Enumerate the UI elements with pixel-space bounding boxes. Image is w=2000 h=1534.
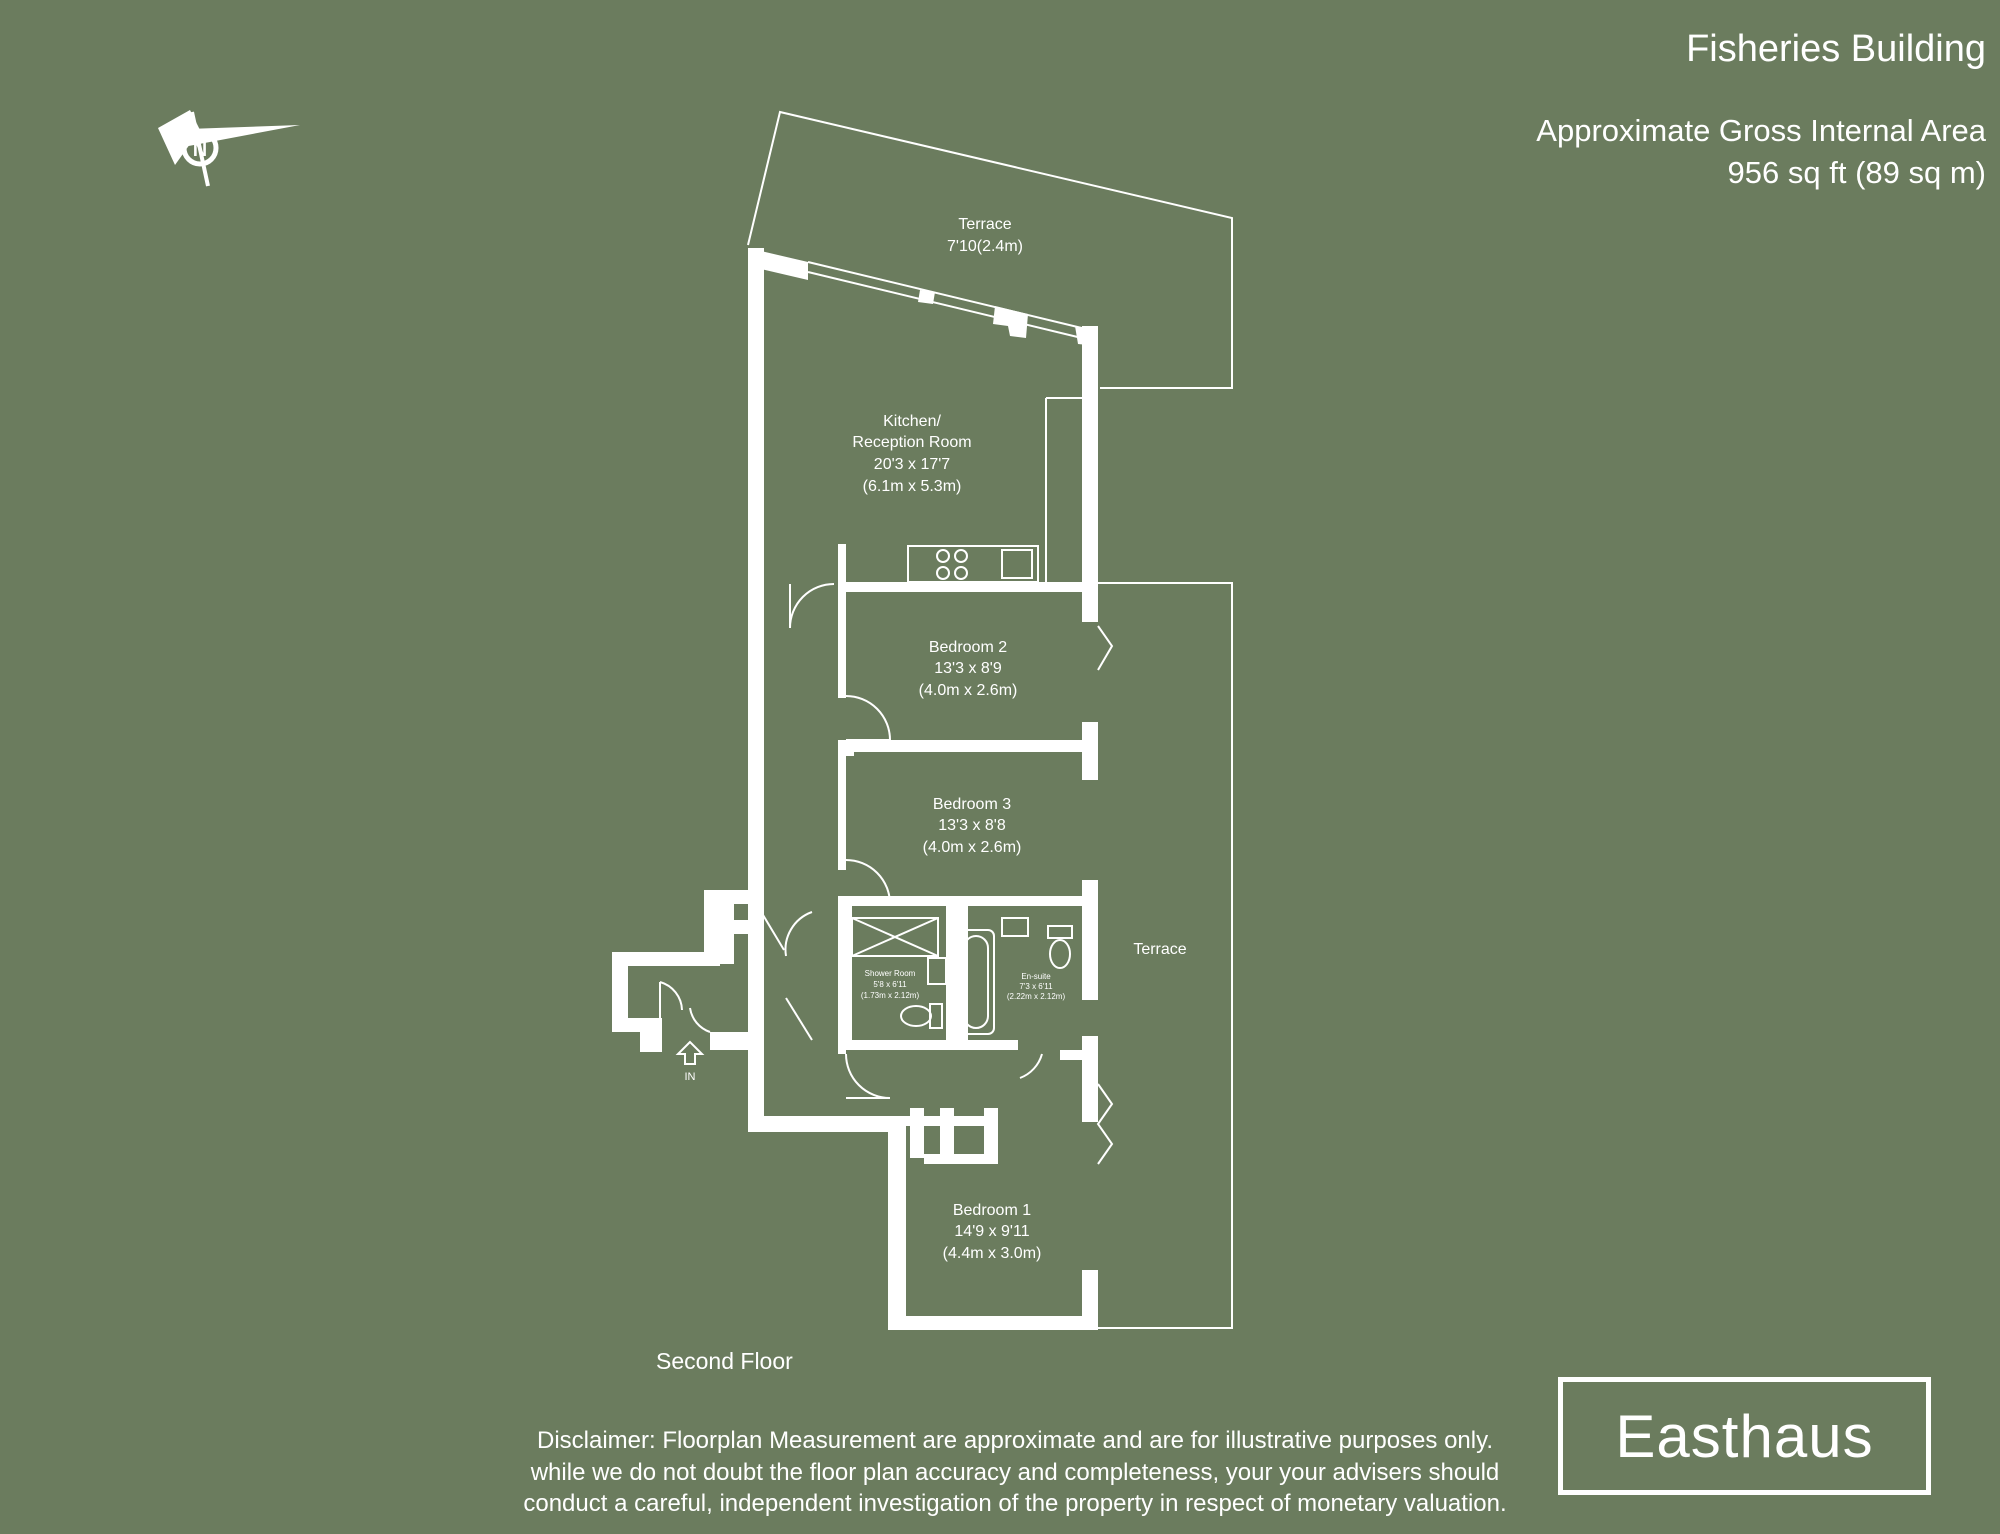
exterior-walls bbox=[612, 248, 1098, 1330]
north-compass-icon: N bbox=[158, 110, 300, 187]
floor-name: Second Floor bbox=[656, 1348, 793, 1374]
room-dims: 7'3 x 6'11 bbox=[1019, 982, 1053, 991]
room-dims-metric: (4.0m x 2.6m) bbox=[919, 682, 1018, 699]
glazed-wall bbox=[807, 261, 1098, 386]
room-dims: 20'3 x 17'7 bbox=[874, 456, 950, 473]
room-label-upper-terrace: Terrace 7'10(2.4m) bbox=[947, 216, 1023, 255]
gross-area: Approximate Gross Internal Area 956 sq f… bbox=[1536, 110, 1986, 194]
room-name: Bedroom 3 bbox=[933, 796, 1011, 813]
room-label-bedroom-3: Bedroom 3 13'3 x 8'8 (4.0m x 2.6m) bbox=[923, 796, 1022, 856]
room-dims: 14'9 x 9'11 bbox=[954, 1223, 1029, 1240]
disclaimer-line-2: while we do not doubt the floor plan acc… bbox=[530, 1458, 1500, 1486]
room-name: En-suite bbox=[1021, 972, 1051, 981]
room-name: Terrace bbox=[958, 216, 1011, 233]
room-label-bedroom-2: Bedroom 2 13'3 x 8'9 (4.0m x 2.6m) bbox=[919, 639, 1018, 699]
brand-logo: Easthaus bbox=[1558, 1377, 1931, 1495]
room-label-right-terrace: Terrace bbox=[1133, 941, 1186, 958]
entrance-label: IN bbox=[685, 1071, 696, 1083]
room-name: Kitchen/ bbox=[883, 413, 941, 430]
upper-terrace-outline bbox=[747, 110, 1233, 389]
room-name-2: Reception Room bbox=[852, 434, 971, 451]
disclaimer-line-1: Disclaimer: Floorplan Measurement are ap… bbox=[537, 1427, 1493, 1454]
disclaimer-line-3: conduct a careful, independent investiga… bbox=[523, 1490, 1507, 1517]
room-label-en-suite: En-suite 7'3 x 6'11 (2.22m x 2.12m) bbox=[1007, 972, 1066, 1001]
building-name: Fisheries Building bbox=[1686, 28, 1986, 70]
area-heading: Approximate Gross Internal Area bbox=[1536, 113, 1986, 148]
entrance-arrow-icon: IN bbox=[675, 1040, 705, 1083]
room-label-shower-room: Shower Room 5'8 x 6'11 (1.73m x 2.12m) bbox=[861, 969, 920, 1000]
room-dims: 13'3 x 8'8 bbox=[938, 817, 1006, 834]
room-name: Terrace bbox=[1133, 941, 1186, 958]
kitchen-units bbox=[907, 397, 1085, 583]
room-label-bedroom-1: Bedroom 1 14'9 x 9'11 (4.4m x 3.0m) bbox=[943, 1202, 1042, 1262]
room-dims-metric: (1.73m x 2.12m) bbox=[861, 991, 920, 1000]
room-label-kitchen: Kitchen/ Reception Room 20'3 x 17'7 (6.1… bbox=[852, 413, 971, 495]
room-dims-metric: (4.4m x 3.0m) bbox=[943, 1245, 1042, 1262]
brand-name: Easthaus bbox=[1615, 1402, 1874, 1470]
room-dims: 5'8 x 6'11 bbox=[873, 980, 907, 989]
room-dims: 13'3 x 8'9 bbox=[934, 660, 1002, 677]
room-name: Bedroom 2 bbox=[929, 639, 1007, 656]
room-dims-metric: (6.1m x 5.3m) bbox=[863, 478, 962, 495]
room-dims-metric: (4.0m x 2.6m) bbox=[923, 839, 1022, 856]
disclaimer: Disclaimer: Floorplan Measurement are ap… bbox=[440, 1425, 1590, 1520]
room-name: Bedroom 1 bbox=[953, 1202, 1031, 1219]
right-terrace-outline bbox=[1095, 582, 1233, 1329]
bathroom-fixtures bbox=[851, 917, 1073, 1035]
room-name: Shower Room bbox=[865, 969, 916, 978]
svg-text:N: N bbox=[193, 139, 207, 161]
room-dims-metric: (2.22m x 2.12m) bbox=[1007, 992, 1066, 1001]
room-dims: 7'10(2.4m) bbox=[947, 238, 1023, 255]
door-swings bbox=[659, 583, 1114, 1165]
area-value: 956 sq ft (89 sq m) bbox=[1727, 155, 1986, 190]
